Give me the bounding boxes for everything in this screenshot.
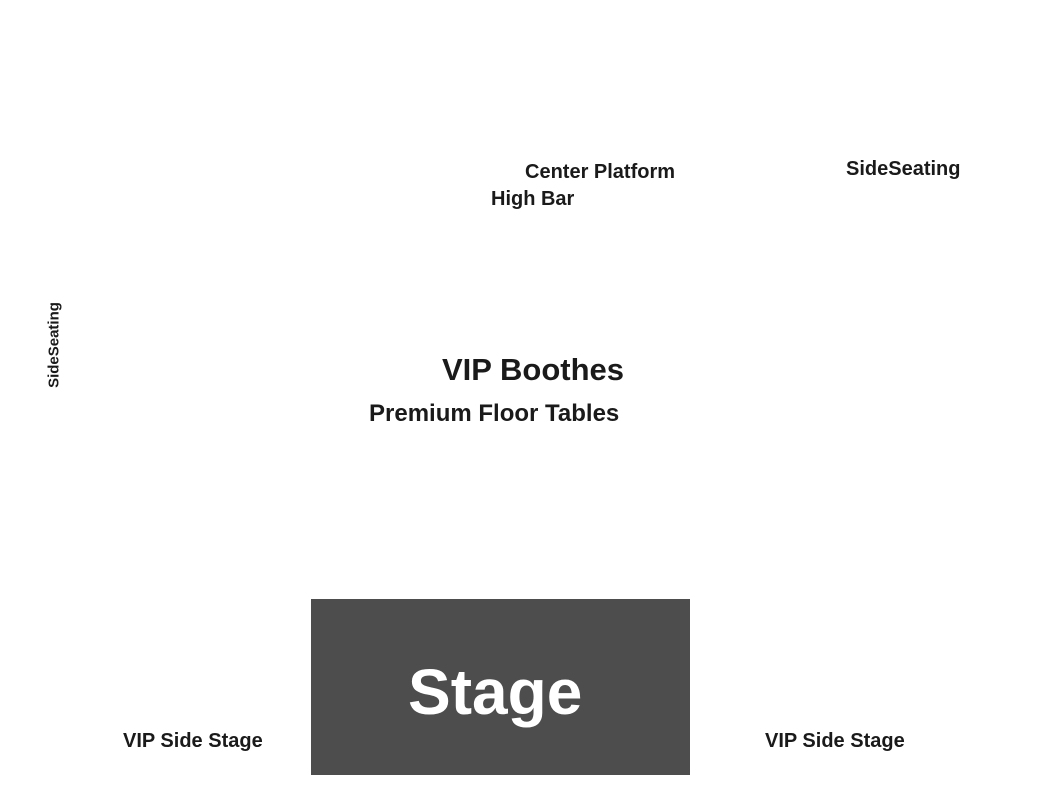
section-premium-floor-tables[interactable]: Premium Floor Tables	[369, 400, 620, 427]
section-vip-side-stage-right[interactable]: VIP Side Stage	[765, 730, 905, 752]
section-side-seating-right[interactable]: SideSeating	[846, 158, 961, 180]
section-side-seating-left[interactable]: SideSeating	[45, 302, 63, 388]
stage-area[interactable]: Stage	[311, 599, 690, 775]
section-vip-side-stage-left[interactable]: VIP Side Stage	[123, 730, 263, 752]
section-high-bar[interactable]: High Bar	[491, 188, 575, 210]
section-center-platform[interactable]: Center Platform	[525, 161, 676, 183]
stage-label: Stage	[408, 656, 583, 728]
section-vip-boothes[interactable]: VIP Boothes	[442, 352, 625, 387]
